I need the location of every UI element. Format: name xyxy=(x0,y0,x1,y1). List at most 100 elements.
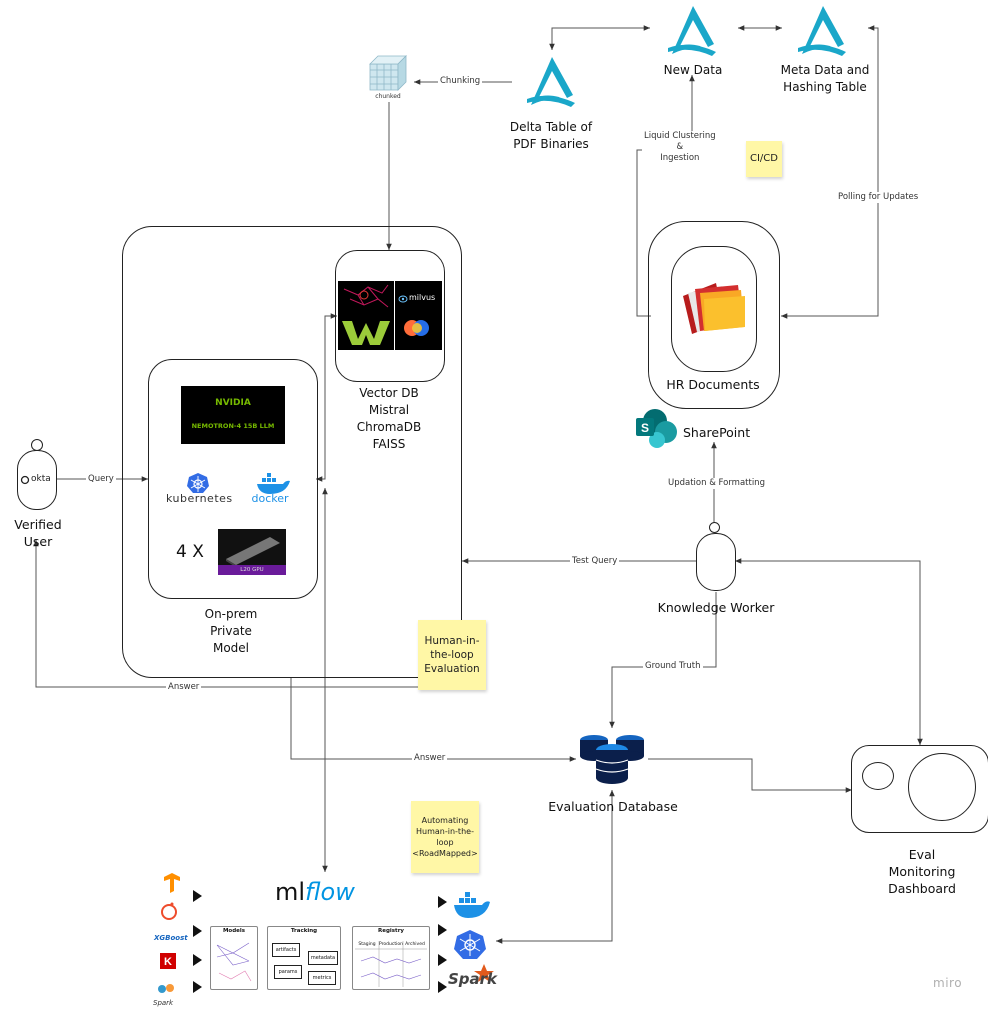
eval-db-label: Evaluation Database xyxy=(548,799,678,814)
new-data-label: New Data xyxy=(663,63,723,77)
hr-outer-frame xyxy=(648,221,780,409)
model-frame xyxy=(148,359,318,599)
knowledge-worker-label: Knowledge Worker xyxy=(657,600,775,615)
hr-inner-frame xyxy=(671,246,757,372)
metrics-tag: metrics xyxy=(308,971,336,985)
milvus-logo-tile: milvus xyxy=(395,281,442,350)
params-tag: params xyxy=(274,965,302,979)
models-panel: Models xyxy=(210,926,258,990)
chunked-caption: chunked xyxy=(375,93,401,100)
meta-data-label: Meta Data and Hashing Table xyxy=(780,63,870,94)
automating-note: Automating Human-in-the- loop <RoadMappe… xyxy=(411,801,479,873)
staging-col: Staging xyxy=(358,942,376,947)
arrow-tri-7 xyxy=(438,954,447,966)
nemotron-badge: NVIDIA NEMOTRON-4 15B LLM xyxy=(181,386,285,444)
tracking-title: Tracking xyxy=(290,928,318,934)
onprem-label: On-prem Private Model xyxy=(204,607,258,655)
dashboard-label: Eval Monitoring Dashboard xyxy=(888,847,956,896)
registry-title: Registry xyxy=(378,928,404,934)
test-query-label: Test Query xyxy=(570,556,620,567)
delta-lake-icon-delta-table xyxy=(527,57,575,107)
chunking-label: Chunking xyxy=(438,76,483,87)
updation-label: Updation & Formatting xyxy=(666,478,767,489)
docker-whale-icon xyxy=(454,892,490,918)
nemotron-label: NEMOTRON-4 15B LLM xyxy=(191,422,275,430)
models-graph-icon xyxy=(216,942,252,982)
dashboard-large-circle xyxy=(908,753,976,821)
archived-col: Archived xyxy=(405,942,425,947)
arrow-tri-1 xyxy=(193,890,202,902)
tensorflow-icon xyxy=(164,873,180,893)
edge-mlflow-db xyxy=(496,790,615,944)
kubernetes-wordmark: kubernetes xyxy=(166,492,233,505)
okta-wordmark: okta xyxy=(31,474,51,484)
user-body xyxy=(17,450,57,510)
spark-small-wordmark: Spark xyxy=(153,999,174,1007)
vector-db-frame xyxy=(335,250,445,382)
nvidia-wordmark: NVIDIA xyxy=(215,398,251,408)
delta-lake-icon-new-data xyxy=(668,6,716,56)
docker-wordmark: docker xyxy=(251,492,289,505)
keras-icon xyxy=(160,953,176,969)
gpu-multiplier: 4 X xyxy=(176,542,204,562)
arrow-tri-3 xyxy=(193,954,202,966)
mlflow-logo: mlflow xyxy=(275,878,355,906)
edge-db-dashboard xyxy=(648,758,852,793)
production-col: Production xyxy=(379,942,403,947)
onprem-container xyxy=(122,226,462,678)
spark-wordmark: Spark xyxy=(448,970,498,988)
gpu-card: L20 GPU xyxy=(218,529,286,575)
answer-user-label: Answer xyxy=(166,682,202,693)
arrow-tri-2 xyxy=(193,925,202,937)
delta-table-label: Delta Table of PDF Binaries xyxy=(509,120,593,151)
hitl-note: Human-in- the-loop Evaluation xyxy=(418,620,486,690)
svg-text:K: K xyxy=(164,956,172,968)
cicd-note: CI/CD xyxy=(746,141,782,177)
hr-documents-label: HR Documents xyxy=(666,377,760,392)
polling-label: Polling for Updates xyxy=(836,192,921,203)
milvus-icon xyxy=(398,295,429,336)
svg-text:S: S xyxy=(641,421,649,435)
arrow-tri-4 xyxy=(193,981,202,993)
sharepoint-label: SharePoint xyxy=(683,425,751,440)
registry-panel: Registry Staging Production Archived xyxy=(352,926,430,990)
kubernetes-wheel-icon xyxy=(454,930,486,959)
worker-body xyxy=(696,533,736,591)
edge-answer-db xyxy=(290,677,576,762)
ground-truth-label: Ground Truth xyxy=(643,661,703,672)
liquid-clustering-label: Liquid Clustering & Ingestion xyxy=(642,131,718,164)
miro-watermark: miro xyxy=(933,976,963,990)
dashboard-small-circle xyxy=(862,762,894,790)
edge-newdata-delta xyxy=(549,25,650,50)
mlflow-ml: ml xyxy=(275,878,306,906)
spark-star-icon xyxy=(474,964,494,982)
registry-flow-icon xyxy=(355,941,427,987)
tracking-panel: Tracking artifacts metadata params metri… xyxy=(267,926,341,990)
edge-worker-dashboard xyxy=(735,558,923,745)
dashboard-frame xyxy=(851,745,988,833)
metadata-tag: metadata xyxy=(308,951,338,965)
verified-user-label: Verified User xyxy=(14,517,62,549)
weaviate-icon xyxy=(342,284,390,345)
answer-db-label: Answer xyxy=(412,753,448,764)
query-label: Query xyxy=(86,474,116,485)
pytorch-icon xyxy=(161,904,177,920)
worker-head xyxy=(709,522,720,533)
edge-liquid xyxy=(636,75,695,317)
sklearn-icon xyxy=(158,985,166,993)
arrow-tri-5 xyxy=(438,896,447,908)
vector-db-label: Vector DB Mistral ChromaDB FAISS xyxy=(356,386,422,451)
mlflow-flow: flow xyxy=(305,878,355,906)
edge-polling xyxy=(781,25,879,319)
